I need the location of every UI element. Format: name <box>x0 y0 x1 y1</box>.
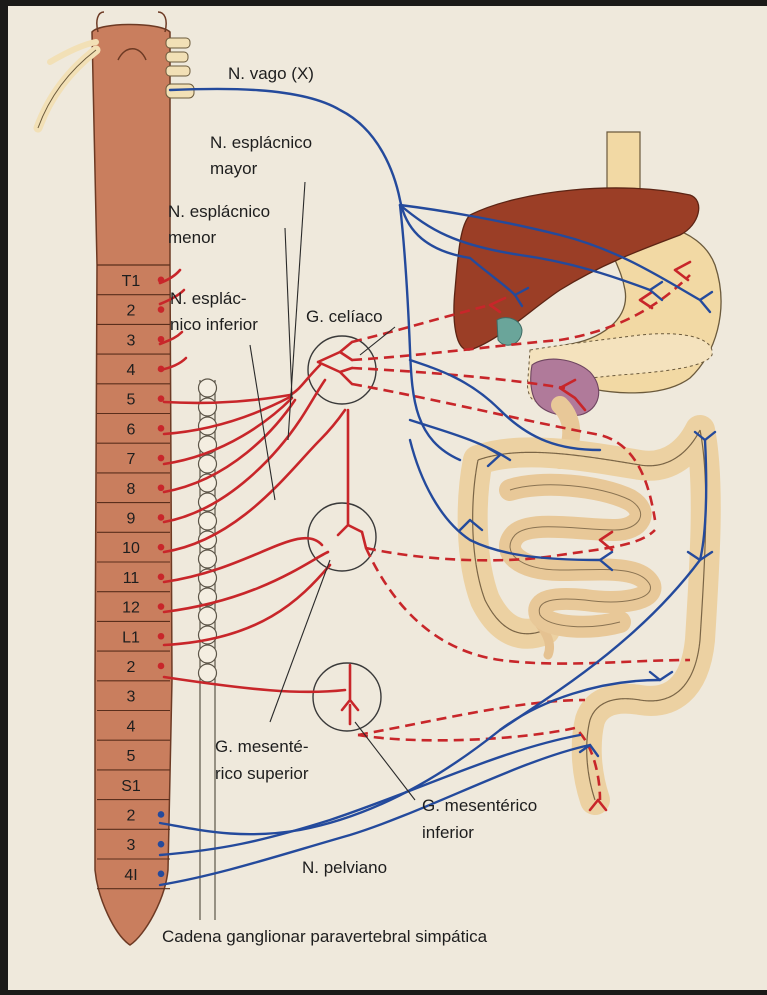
segment-label: 2 <box>127 303 136 320</box>
label-splanchnic-major-line1: N. esplácnico <box>210 133 312 152</box>
segment-label: 5 <box>127 392 136 409</box>
chain-ganglion <box>199 512 217 530</box>
chain-ganglion <box>199 379 217 397</box>
sympathetic-root-dot <box>158 633 165 640</box>
label-splanchnic-minor-line1: N. esplácnico <box>168 202 270 221</box>
parasympathetic-root-dot <box>158 871 165 878</box>
label-pelvic-nerve: N. pelviano <box>302 858 387 877</box>
segment-label: S1 <box>121 778 141 795</box>
chain-ganglion <box>199 664 217 682</box>
chain-ganglion <box>199 607 217 625</box>
label-splanchnic-minor-line2: menor <box>168 228 217 247</box>
segment-label: 4 <box>127 718 136 735</box>
label-vagus-nerve: N. vago (X) <box>228 64 314 83</box>
parasympathetic-root-dot <box>158 811 165 818</box>
segment-label: L1 <box>122 629 140 646</box>
segment-label: 3 <box>127 837 136 854</box>
cranial-root <box>166 66 190 76</box>
label-splanchnic-major-line2: mayor <box>210 159 258 178</box>
segment-label: 3 <box>127 332 136 349</box>
sympathetic-root-dot <box>158 603 165 610</box>
segment-label: 4 <box>127 362 136 379</box>
label-splanchnic-inferior-line1: N. esplác- <box>170 289 247 308</box>
parasympathetic-root-dot <box>158 841 165 848</box>
segment-label: 7 <box>127 451 136 468</box>
segment-label: 2 <box>127 659 136 676</box>
sympathetic-root-dot <box>158 544 165 551</box>
sympathetic-root-dot <box>158 663 165 670</box>
gallbladder <box>497 318 522 346</box>
segment-label: T1 <box>122 273 141 290</box>
label-splanchnic-inferior-line2: nico inferior <box>170 315 258 334</box>
sympathetic-root-dot <box>158 514 165 521</box>
chain-ganglion <box>199 645 217 663</box>
sympathetic-root-dot <box>158 484 165 491</box>
segment-label: 2 <box>127 807 136 824</box>
chain-ganglion <box>199 455 217 473</box>
sympathetic-root-dot <box>158 306 165 313</box>
segment-label: 5 <box>127 748 136 765</box>
segment-label: 3 <box>127 689 136 706</box>
sympathetic-root-dot <box>158 425 165 432</box>
label-mesenteric-superior-line1: G. mesenté- <box>215 737 309 756</box>
sympathetic-root-dot <box>158 574 165 581</box>
segment-label: 8 <box>127 481 136 498</box>
label-mesenteric-inferior-line1: G. mesentérico <box>422 796 537 815</box>
cranial-root <box>166 52 188 62</box>
segment-label: 6 <box>127 421 136 438</box>
label-sympathetic-chain: Cadena ganglionar paravertebral simpátic… <box>162 927 488 946</box>
segment-label: 9 <box>127 510 136 527</box>
cranial-root <box>166 38 190 48</box>
segment-label: 4I <box>124 867 137 884</box>
segment-label: 11 <box>123 570 140 587</box>
sympathetic-root-dot <box>158 455 165 462</box>
segment-label: 12 <box>122 600 140 617</box>
label-celiac-ganglion: G. celíaco <box>306 307 383 326</box>
segment-label: 10 <box>122 540 140 557</box>
chain-ganglion <box>199 550 217 568</box>
chain-ganglion <box>199 398 217 416</box>
label-mesenteric-inferior-line2: inferior <box>422 823 474 842</box>
label-mesenteric-superior-line2: rico superior <box>215 764 309 783</box>
